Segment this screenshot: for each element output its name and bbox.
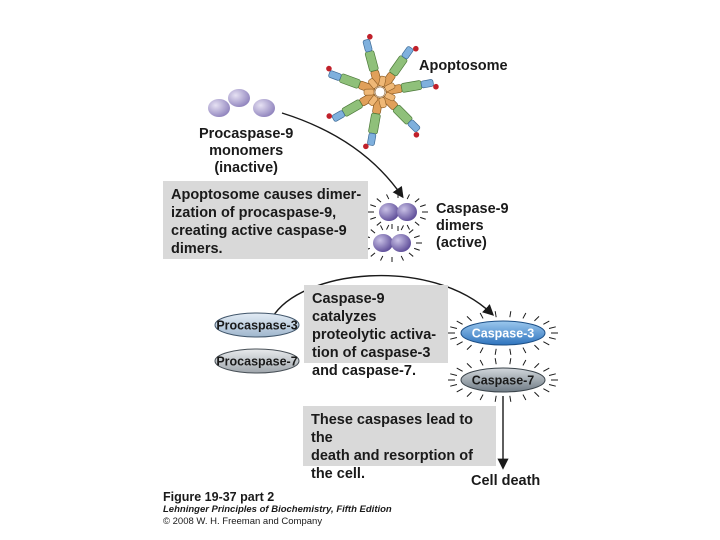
apoptosome-hub-piece (378, 97, 387, 109)
cell-death-label: Cell death (471, 473, 541, 489)
figure-caption: Figure 19-37 part 2 Lehninger Principles… (163, 490, 392, 528)
caspase3-oval: Caspase-3 (460, 320, 546, 346)
procaspase9-label: Procaspase-9 monomers (inactive) (199, 126, 294, 176)
procaspase9-monomers (208, 89, 275, 117)
activation-arrow (271, 274, 495, 319)
caspase9-dimer (362, 224, 422, 262)
apoptosome-hub-piece (368, 95, 379, 106)
procaspase9-sphere (208, 99, 230, 117)
dimerization-note: Apoptosome causes dimer- ization of proc… (163, 181, 368, 259)
procaspase3-oval: Procaspase-3 (214, 312, 300, 338)
apoptosome-spoke (326, 91, 377, 122)
activity-spikes (448, 311, 558, 402)
apoptosome-hub-piece (378, 75, 387, 87)
apoptosome-hub (374, 86, 386, 98)
apoptosome-hub-piece (384, 82, 396, 92)
caspase9-dimers-label: Caspase-9 dimers (active) (436, 201, 509, 251)
activation-note: Caspase-9 catalyzes proteolytic activa- … (304, 285, 448, 379)
caspase-activity-spikes (448, 358, 558, 402)
apoptosome-label: Apoptosome (419, 58, 508, 74)
procaspase7-label: Procaspase-7 (216, 355, 297, 369)
procaspase9-sphere (253, 99, 275, 117)
apoptosome-hub-piece (384, 92, 396, 102)
apoptosome-hub-piece (368, 78, 379, 89)
figure-number: Figure 19-37 part 2 (163, 490, 275, 504)
procaspase9-sphere (228, 89, 250, 107)
caspase3-label: Caspase-3 (472, 327, 535, 341)
dimerization-arrow (281, 112, 404, 199)
caspase9-dimers (362, 193, 428, 262)
apoptosome-spoke (381, 93, 421, 138)
caspase-activity-spikes (448, 311, 558, 355)
caspase9-dimer (368, 193, 428, 231)
caspase7-label: Caspase-7 (472, 374, 535, 388)
copyright: © 2008 W. H. Freeman and Company (163, 516, 323, 527)
cell-death-note: These caspases lead to the death and res… (303, 406, 496, 482)
apoptosome-wheel (326, 33, 439, 150)
apoptosome-hub-piece (363, 88, 375, 96)
procaspase3-label: Procaspase-3 (216, 319, 297, 333)
procaspase7-oval: Procaspase-7 (214, 348, 300, 374)
caspase7-oval: Caspase-7 (460, 367, 546, 393)
book-title: Lehninger Principles of Biochemistry, Fi… (163, 504, 392, 515)
